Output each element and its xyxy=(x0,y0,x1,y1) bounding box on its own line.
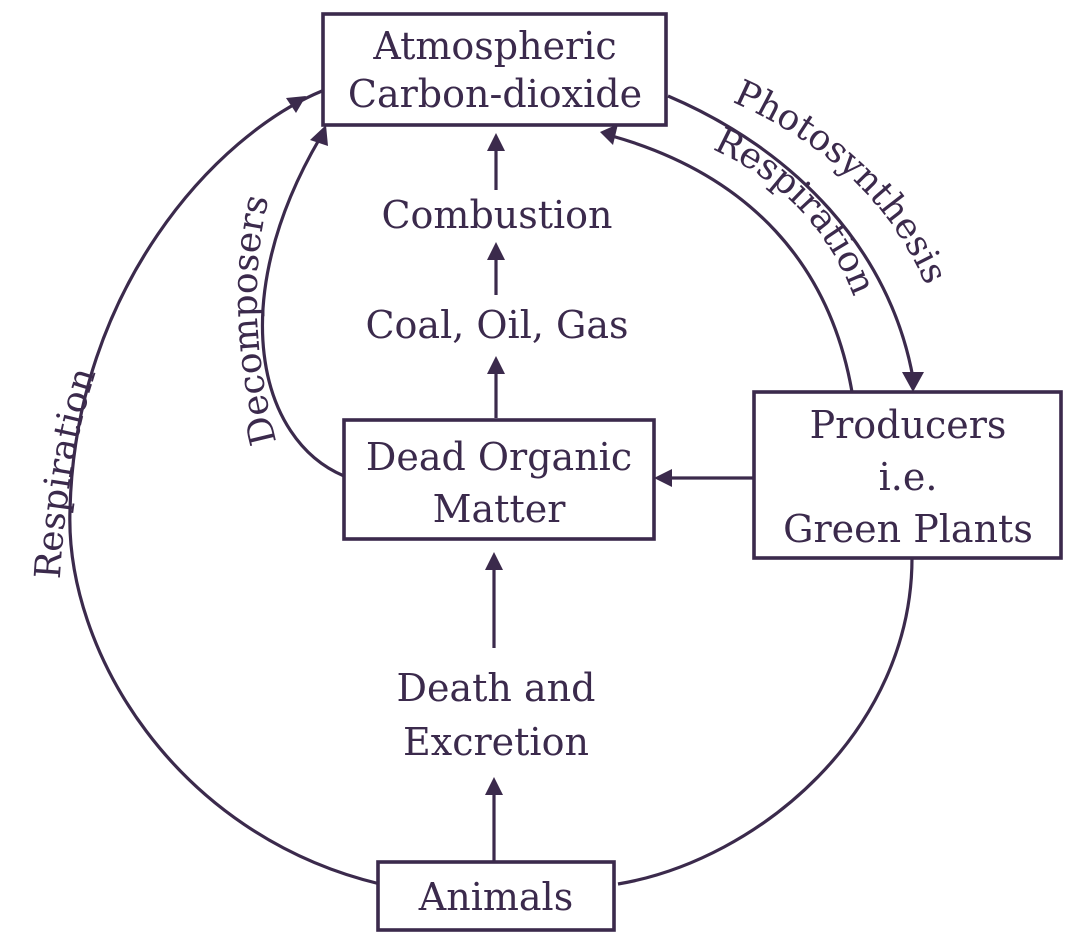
dead-organic-matter-box xyxy=(342,418,656,541)
producers-box xyxy=(752,390,1063,560)
death-excretion-label-line-2: Excretion xyxy=(403,720,589,764)
fossil-to-combustion-arrowhead xyxy=(487,242,505,260)
animal-respiration-label: Respiration xyxy=(28,363,105,580)
photosynthesis-arrowhead xyxy=(902,372,924,392)
photosynthesis-arc xyxy=(667,94,915,379)
decomposers-arc xyxy=(260,137,345,478)
food-chain-arc xyxy=(617,557,914,886)
animal-respiration-arrowhead xyxy=(286,96,306,113)
fossil-fuels-label: Coal, Oil, Gas xyxy=(365,303,628,347)
dead-organic-matter-label-line-2: Matter xyxy=(433,487,567,531)
animals-to-excretion-arrowhead xyxy=(485,777,503,795)
dead-matter-to-fossil-arrowhead xyxy=(487,356,505,374)
animal-respiration-arc xyxy=(68,89,381,886)
atmosphere-label-line-1: Atmospheric xyxy=(372,24,616,68)
animals-label: Animals xyxy=(418,875,573,919)
plant-respiration-arrowhead xyxy=(600,124,618,145)
producers-label-line-2: i.e. xyxy=(879,455,938,499)
producers-to-dead-matter-arrowhead xyxy=(654,469,672,487)
decomposers-label: Decomposers xyxy=(225,191,285,449)
atmosphere-box xyxy=(321,12,668,127)
dead-organic-matter-label-line-1: Dead Organic xyxy=(366,435,632,479)
animals-box xyxy=(376,860,616,932)
plant-respiration-arc xyxy=(611,134,854,393)
combustion-label: Combustion xyxy=(381,193,612,237)
atmosphere-label-line-2: Carbon-dioxide xyxy=(348,72,642,116)
producers-label-line-3: Green Plants xyxy=(783,507,1033,551)
producers-label-line-1: Producers xyxy=(810,403,1007,447)
decomposers-arrowhead xyxy=(310,125,328,146)
death-excretion-label-line-1: Death and xyxy=(397,666,596,710)
excretion-to-dead-matter-arrowhead xyxy=(485,552,503,570)
combustion-to-atmosphere-arrowhead xyxy=(487,133,505,151)
